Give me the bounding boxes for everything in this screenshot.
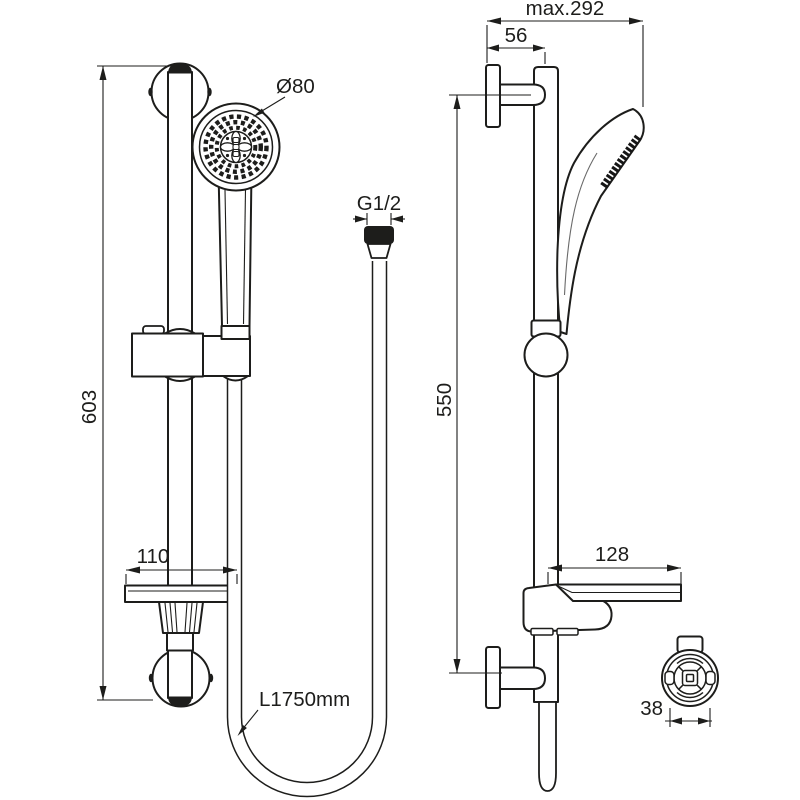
dimension-603: 603 bbox=[78, 65, 172, 701]
front-view: 603 110 G1/2 Ø80 bbox=[78, 62, 405, 798]
dim-label-56: 56 bbox=[505, 24, 528, 47]
shower-hose bbox=[226, 261, 388, 798]
dim-label-d80: Ø80 bbox=[276, 75, 315, 98]
leader-head-diameter: Ø80 bbox=[253, 75, 315, 117]
knob-ridges bbox=[164, 602, 198, 633]
dimension-38: 38 bbox=[640, 697, 712, 727]
mount-arm bbox=[499, 666, 546, 690]
dim-label-603: 603 bbox=[78, 390, 101, 424]
mount-slot-right bbox=[705, 670, 716, 686]
mount-slot-left bbox=[664, 670, 675, 686]
bottom-view-detail: 38 bbox=[640, 635, 719, 727]
soap-dish-side bbox=[522, 583, 682, 636]
dim-label-g12: G1/2 bbox=[357, 192, 401, 215]
side-view: max.292 56 550 128 bbox=[433, 0, 682, 792]
bottom-wall-mount-side bbox=[485, 646, 546, 709]
wall-plate bbox=[485, 646, 501, 709]
rail-side bbox=[533, 66, 559, 703]
dim-label-110: 110 bbox=[137, 545, 170, 568]
shower-head-face bbox=[191, 102, 281, 192]
hose-nut-taper bbox=[366, 243, 392, 259]
dim-label-550: 550 bbox=[433, 383, 456, 417]
leader-hose-length: L1750mm bbox=[237, 688, 350, 736]
rail-bottom-cap bbox=[168, 696, 192, 707]
slider-ball bbox=[523, 332, 569, 378]
mount-screw-left bbox=[148, 673, 154, 683]
dimension-56: 56 bbox=[487, 24, 546, 64]
soap-dish-knob bbox=[158, 601, 204, 634]
mount-screw-right bbox=[207, 87, 212, 97]
slider-bracket bbox=[131, 325, 251, 382]
hose-nut bbox=[364, 226, 394, 259]
dimension-550: 550 bbox=[433, 94, 531, 674]
dim-label-l1750: L1750mm bbox=[259, 688, 350, 711]
dim-label-max292: max.292 bbox=[526, 0, 605, 20]
hose-end-side bbox=[538, 701, 557, 792]
dimension-max292: max.292 bbox=[486, 0, 644, 107]
nozzle-ring-outer bbox=[203, 114, 269, 180]
dimension-128: 128 bbox=[547, 543, 682, 584]
knob-neck bbox=[166, 632, 194, 652]
dimension-110: 110 bbox=[125, 545, 238, 584]
mount-screw-left bbox=[148, 87, 153, 97]
wall-plate bbox=[485, 64, 501, 128]
handle-collar bbox=[220, 325, 251, 340]
nozzle-ring-middle bbox=[208, 119, 263, 174]
dim-label-128: 128 bbox=[595, 543, 629, 566]
soap-dish-front bbox=[124, 584, 238, 652]
rail-top-cap bbox=[168, 63, 192, 74]
hand-shower-front bbox=[191, 102, 281, 327]
handle bbox=[217, 170, 253, 327]
mount-screw-right bbox=[208, 673, 214, 683]
nozzle-ring-inner bbox=[214, 125, 258, 169]
hand-shower-side bbox=[523, 108, 645, 378]
mount-hub-hole bbox=[685, 673, 695, 683]
dimension-g12: G1/2 bbox=[353, 192, 405, 225]
dim-label-38: 38 bbox=[640, 697, 663, 720]
